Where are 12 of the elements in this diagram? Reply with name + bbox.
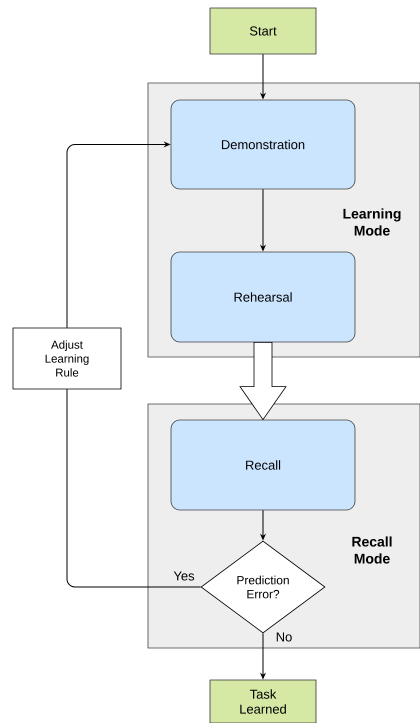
process-box: Demonstration [170, 100, 356, 190]
note-box: Adjust Learning Rule [12, 328, 122, 390]
panel-heading: Recall Mode [352, 536, 392, 564]
edge-label: No [276, 632, 292, 642]
connector-line [66, 388, 202, 588]
terminal-box: Start [210, 8, 316, 54]
block-arrow [239, 342, 287, 420]
process-box: Rehearsal [170, 252, 356, 342]
edge-label: Yes [174, 571, 194, 580]
terminal-box: Task Learned [210, 680, 316, 723]
process-box: Recall [170, 420, 356, 510]
panel-heading: Learning Mode [344, 208, 401, 236]
